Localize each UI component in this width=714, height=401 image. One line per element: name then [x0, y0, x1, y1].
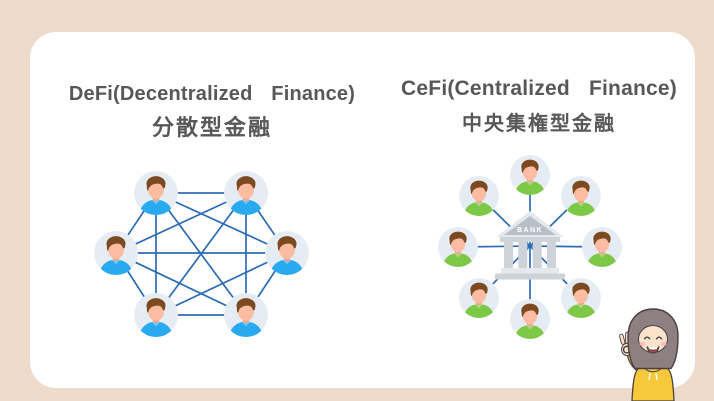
user-avatar	[561, 278, 601, 318]
user-avatar	[134, 293, 178, 337]
user-avatar	[265, 231, 309, 275]
defi-mesh-network	[94, 171, 309, 337]
cefi-hub-network: BANK	[438, 155, 622, 339]
comparison-card: DeFi(Decentralized Finance) 分散型金融 CeFi(C…	[30, 32, 695, 388]
user-avatar	[438, 227, 478, 267]
mascot-graphic	[619, 308, 679, 401]
user-avatar	[224, 293, 268, 337]
user-avatar	[510, 299, 550, 339]
user-avatar	[459, 278, 499, 318]
cefi-title-en: CeFi(Centralized Finance)	[401, 77, 677, 100]
defi-title-block: DeFi(Decentralized Finance) 分散型金融	[62, 82, 362, 142]
user-avatar	[224, 171, 268, 215]
mascot-woman-ok-sign	[619, 308, 679, 401]
user-avatar	[582, 227, 622, 267]
defi-title-ja: 分散型金融	[151, 115, 272, 140]
user-avatar	[94, 231, 138, 275]
user-avatar	[510, 155, 550, 195]
user-avatar	[134, 171, 178, 215]
defi-title-en: DeFi(Decentralized Finance)	[68, 83, 356, 105]
bank-label: BANK	[517, 227, 543, 234]
cefi-title-ja: 中央集権型金融	[462, 113, 616, 136]
user-avatar	[561, 176, 601, 216]
defi-connection-lines	[115, 192, 288, 316]
user-avatar	[459, 176, 499, 216]
bank-building-icon: BANK	[495, 211, 565, 280]
networks-diagram: BANK	[30, 32, 695, 388]
cefi-title-block: CeFi(Centralized Finance) 中央集権型金融	[389, 76, 689, 136]
